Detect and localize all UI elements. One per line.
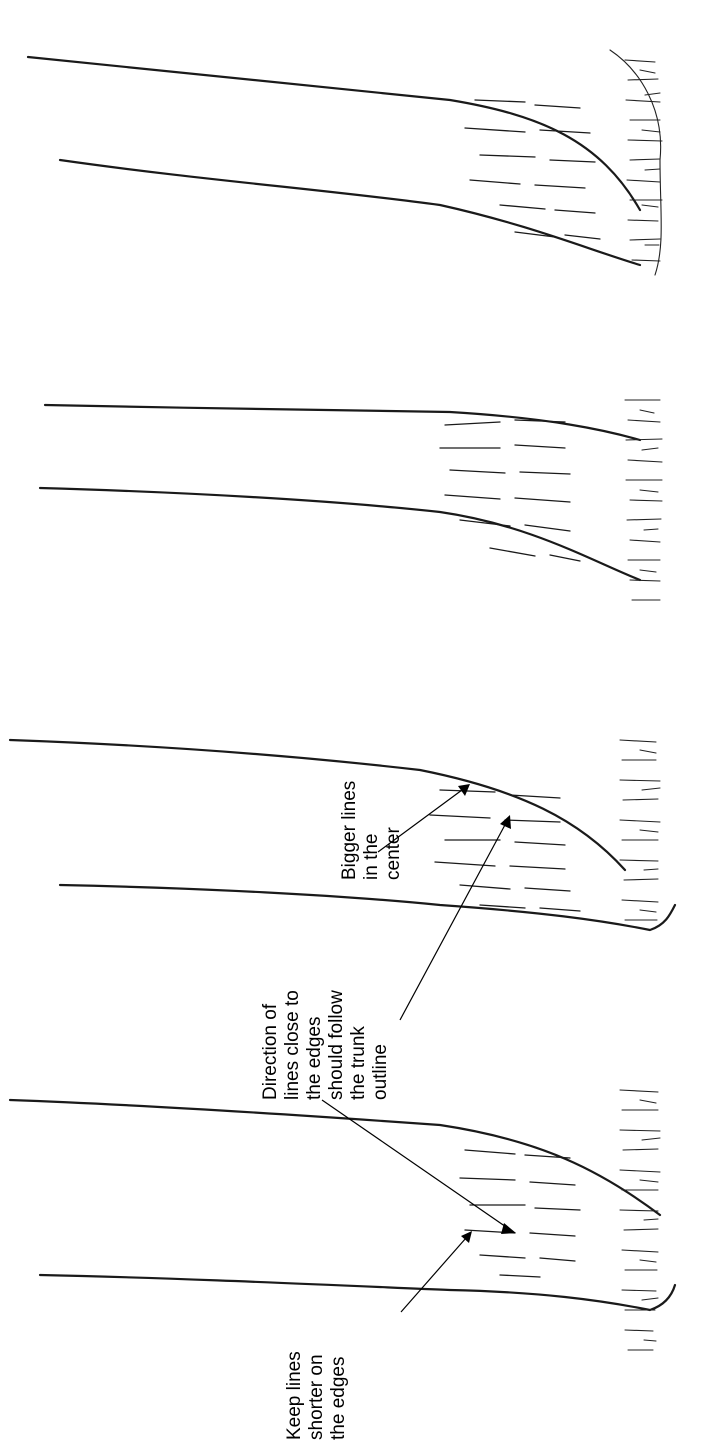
note-bigger-center-line-2: in the [361, 834, 382, 880]
note-direction: Direction of lines close to the edges sh… [260, 990, 391, 1100]
trunk-3-bark-lines [430, 790, 580, 911]
note-bigger-center-line-1: Bigger lines [339, 781, 360, 880]
note-bigger-center-line-3: center [383, 827, 404, 880]
trunk-3-grass [620, 740, 660, 920]
trunk-2-grass [625, 400, 662, 600]
note-shorter-edges: Keep lines shorter on the edges [284, 1351, 349, 1440]
arrow-direction-lower [322, 1100, 516, 1234]
note-direction-line-6: outline [370, 1044, 391, 1100]
trunk-2-lower-outline [40, 488, 640, 580]
trunk-4-grass [620, 1090, 660, 1350]
trunk-3-lower-outline [60, 885, 675, 930]
trunk-1-lower-outline [60, 160, 640, 265]
note-shorter-edges-line-2: shorter on [306, 1354, 327, 1440]
trunk-4-lower-outline [40, 1275, 675, 1310]
trunk-2-upper-outline [45, 405, 640, 440]
note-shorter-edges-line-1: Keep lines [284, 1351, 305, 1440]
trunk-2-bark-lines [440, 420, 580, 561]
trunk-1-grass [610, 50, 662, 275]
note-shorter-edges-line-3: the edges [328, 1357, 349, 1440]
note-direction-line-3: the edges [304, 1017, 325, 1100]
arrow-direction-upper [400, 815, 511, 1020]
trunk-1 [28, 50, 662, 275]
note-direction-line-4: should follow [326, 990, 347, 1100]
trunk-4 [10, 1090, 675, 1350]
note-direction-line-5: the trunk [348, 1026, 369, 1100]
trunk-3-upper-outline [10, 740, 625, 870]
arrow-shorter-edges [401, 1231, 472, 1312]
note-bigger-center: Bigger lines in the center [339, 781, 404, 880]
trunk-1-upper-outline [28, 57, 640, 210]
trunk-4-bark-lines [460, 1150, 580, 1277]
note-direction-line-2: lines close to [282, 990, 303, 1100]
note-direction-line-1: Direction of [260, 1003, 281, 1100]
trunk-2 [40, 400, 662, 600]
